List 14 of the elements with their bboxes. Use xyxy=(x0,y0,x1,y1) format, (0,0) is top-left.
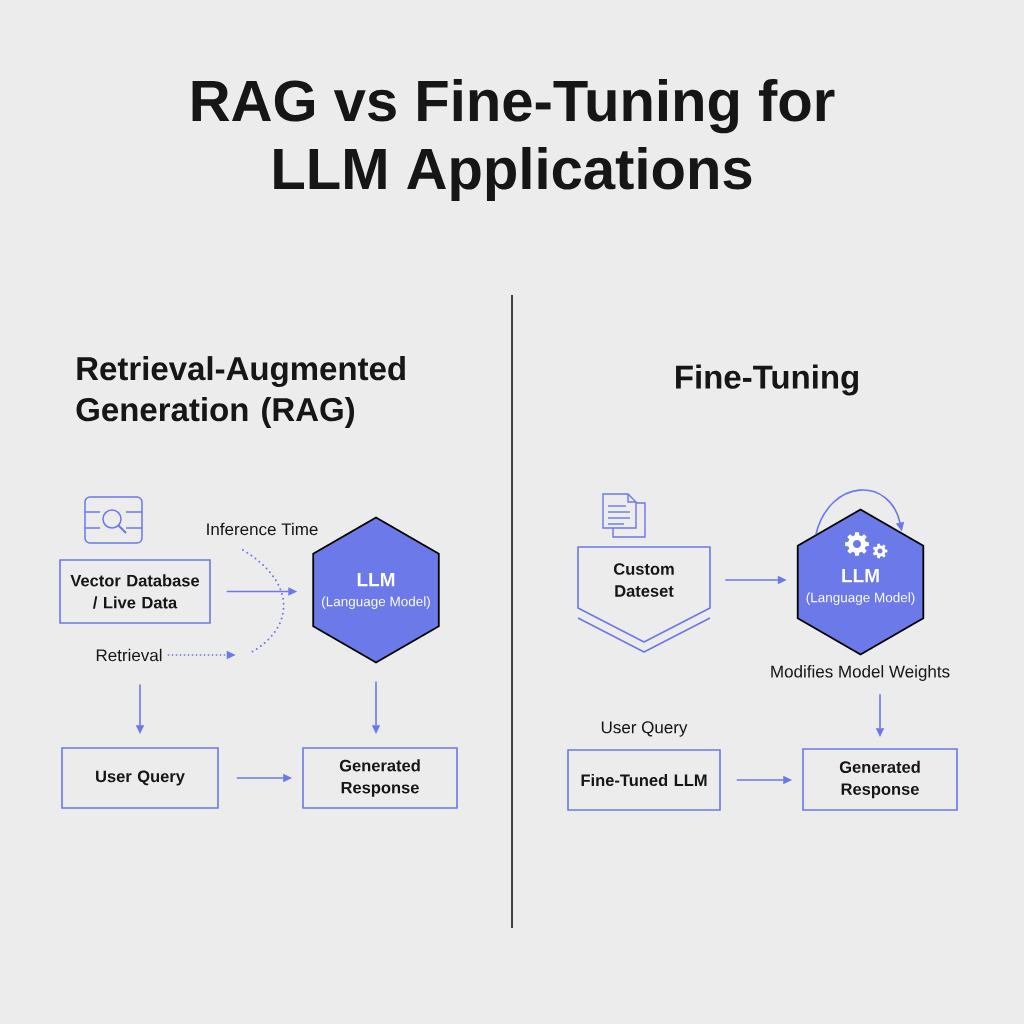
hexagon: LLM (Language Model) xyxy=(796,508,925,656)
curved-arrow xyxy=(815,489,905,535)
process-box: User Query xyxy=(61,747,219,809)
step-label: Retrieval xyxy=(96,648,162,662)
process-box: Vector Database / Live Data xyxy=(59,559,211,624)
section-heading: Retrieval-Augmented Generation (RAG) xyxy=(76,356,405,428)
section-heading: Fine-Tuning xyxy=(676,364,858,396)
process-box: Generated Response xyxy=(302,747,458,809)
step-label: Modifies Model Weights xyxy=(771,665,950,681)
process-box: Generated Response xyxy=(802,748,958,811)
caption-label: User Query xyxy=(601,721,688,737)
process-box: Fine-Tuned LLM xyxy=(567,749,721,811)
pentagon-box: Custom Dateset xyxy=(577,546,711,653)
title: RAG vs Fine-Tuning for LLM Applications xyxy=(192,78,835,201)
